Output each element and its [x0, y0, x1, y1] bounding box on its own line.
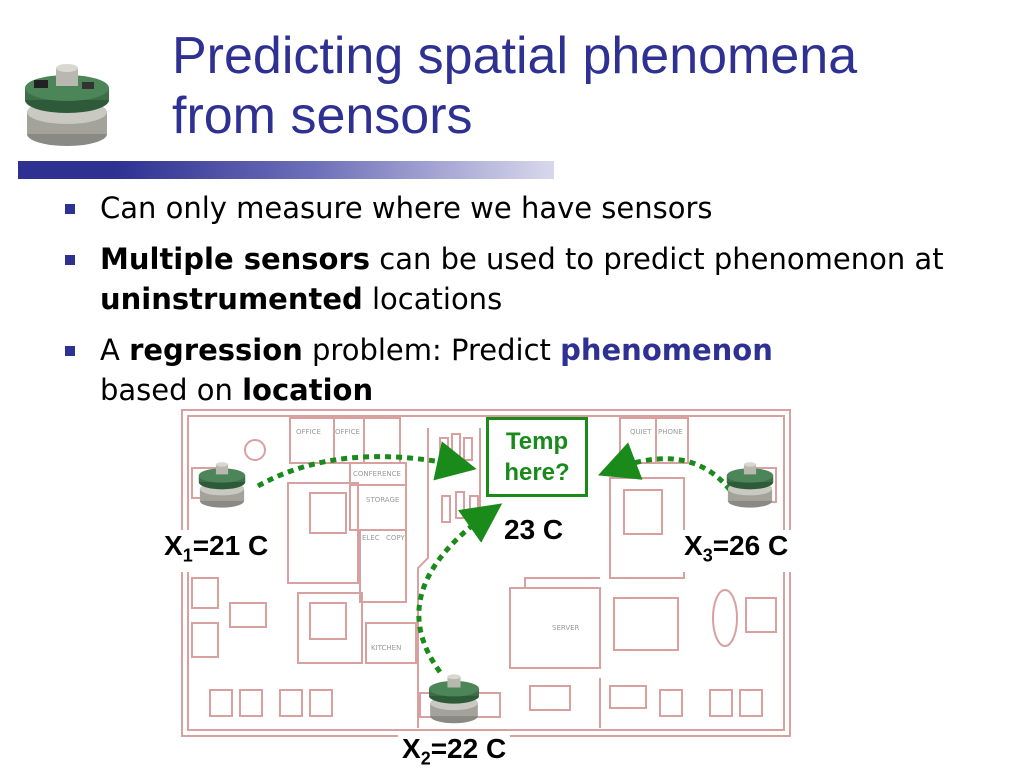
title-line-1: Predicting spatial phenomena — [172, 27, 858, 85]
bullet-item-1: Can only measure where we have sensors — [62, 188, 1012, 228]
bullet-text: A — [100, 333, 130, 367]
sensor-subscript: 1 — [182, 545, 193, 566]
room-label: ELEC — [362, 534, 380, 542]
sensor-subscript: 3 — [702, 545, 713, 566]
room-label: CONFERENCE — [353, 470, 401, 478]
room-label: PHONE — [658, 428, 683, 436]
bullet-emphasis: regression — [129, 333, 303, 367]
bullet-emphasis: Multiple sensors — [100, 242, 371, 276]
sensor-mote-x1 — [198, 462, 246, 508]
slide-title: Predicting spatial phenomena from sensor… — [172, 26, 992, 146]
bullet-text: locations — [362, 282, 503, 316]
title-line-2: from sensors — [172, 87, 473, 145]
sensor-mote-logo — [25, 64, 109, 146]
bullet-item-2: Multiple sensors can be used to predict … — [62, 239, 1012, 319]
sensor-var: X — [164, 530, 183, 561]
bullet-text: can be used to predict phenomenon at — [370, 242, 944, 276]
sensor-label-x1: X1=21 C — [160, 530, 273, 572]
bullet-emphasis: location — [242, 373, 374, 407]
query-location-box: Temp here? — [486, 417, 588, 497]
bullet-text: problem: Predict — [302, 333, 561, 367]
title-underline-bar — [18, 161, 554, 179]
predicted-value: 23 C — [500, 514, 568, 546]
sensor-label-x2: X2=22 C — [398, 733, 511, 775]
room-label: KITCHEN — [371, 644, 401, 652]
bullet-text: based on — [100, 373, 243, 407]
sensor-value: =26 C — [712, 530, 789, 561]
bullet-item-3: A regression problem: Predict phenomenon… — [62, 330, 1012, 410]
sensor-mote-x3 — [726, 462, 774, 508]
bullet-square-icon — [65, 346, 75, 356]
room-label: STORAGE — [366, 496, 399, 504]
bullet-square-icon — [65, 204, 75, 214]
room-label: SERVER — [552, 624, 580, 632]
bullet-highlight: phenomenon — [560, 333, 773, 367]
room-label: QUIET — [630, 428, 652, 436]
room-label: OFFICE — [296, 428, 321, 436]
bullet-square-icon — [65, 255, 75, 265]
sensor-var: X — [402, 733, 421, 764]
room-label: OFFICE — [335, 428, 360, 436]
sensor-value: =21 C — [192, 530, 269, 561]
sensor-label-x3: X3=26 C — [680, 530, 793, 572]
sensor-mote-x2 — [428, 674, 480, 724]
room-label: COPY — [386, 534, 405, 542]
query-line-1: Temp — [505, 428, 569, 455]
sensor-var: X — [684, 530, 703, 561]
query-line-2: here? — [504, 459, 570, 486]
sensor-value: =22 C — [430, 733, 507, 764]
bullet-list: Can only measure where we have sensors M… — [62, 188, 1012, 421]
sensor-subscript: 2 — [420, 748, 431, 769]
bullet-text: Can only measure where we have sensors — [100, 191, 713, 225]
bullet-emphasis: uninstrumented — [100, 282, 363, 316]
